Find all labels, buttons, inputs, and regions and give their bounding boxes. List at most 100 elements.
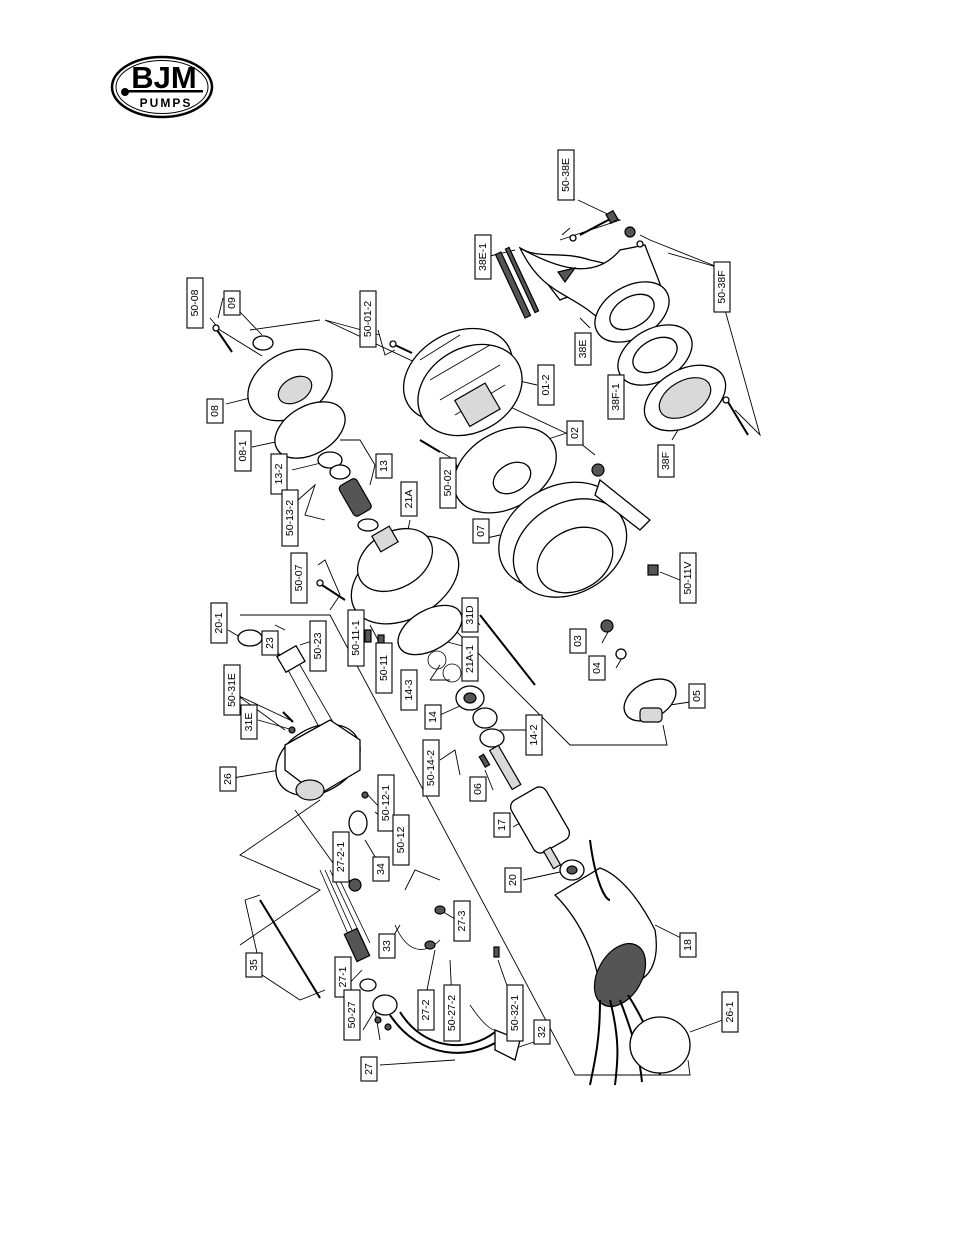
- part-volute-07: [498, 463, 651, 598]
- part-bearing-14: [455, 685, 498, 729]
- label-05: 05: [691, 690, 703, 702]
- part-cable-35: [259, 869, 371, 999]
- label-27-2: 27-2: [420, 999, 432, 1020]
- label-21A-1: 21A-1: [464, 645, 476, 673]
- part-bolt-50-38E: [569, 209, 619, 242]
- label-50-38E: 50-38E: [560, 158, 572, 192]
- label-26: 26: [222, 773, 234, 785]
- part-o-ring-26-1: [629, 1016, 691, 1074]
- part-o-ring-21A-1: [397, 604, 463, 656]
- label-35: 35: [248, 959, 260, 971]
- label-04: 04: [591, 662, 603, 674]
- label-38F-1: 38F-1: [610, 383, 622, 411]
- label-50-31E: 50-31E: [226, 673, 238, 707]
- part-bolt-50-07: [316, 579, 346, 601]
- label-38E-1: 38E-1: [477, 243, 489, 271]
- part-cable-27: [389, 1011, 501, 1054]
- label-50-07: 50-07: [293, 564, 305, 591]
- part-suction-cover-01-2: [402, 327, 523, 437]
- label-50-23: 50-23: [312, 632, 324, 659]
- label-06: 06: [472, 783, 484, 795]
- part-bolt-50-01-2: [389, 340, 413, 354]
- label-38E: 38E: [577, 340, 589, 359]
- part-flange-38F: [643, 364, 727, 432]
- label-50-08: 50-08: [189, 289, 201, 316]
- part-wires-33: [394, 905, 496, 1031]
- label-50-11: 50-11: [378, 655, 390, 681]
- label-18: 18: [682, 939, 694, 951]
- part-stator-18: [553, 839, 661, 1086]
- part-seal-13: [317, 451, 379, 532]
- part-nut-50-38F: [624, 226, 749, 436]
- part-o-ring-08-1: [274, 401, 346, 459]
- label-26-1: 26-1: [724, 1001, 736, 1022]
- part-bearing-20: [559, 859, 585, 881]
- logo-pumps-text: PUMPS: [140, 96, 193, 110]
- part-cable-gland-27-2-1: [348, 878, 362, 892]
- part-impeller-05: [623, 678, 677, 723]
- part-screw-50-32-1: [493, 946, 500, 958]
- part-drain-plug-50-11V: [647, 564, 659, 576]
- label-20-1: 20-1: [213, 612, 225, 633]
- label-50-27: 50-27: [346, 1001, 358, 1028]
- label-50-11-1: 50-11-1: [350, 620, 362, 656]
- label-27-3: 27-3: [456, 910, 468, 931]
- label-14-2: 14-2: [528, 724, 540, 745]
- part-shaft-rotor-17: [488, 744, 571, 870]
- part-key-06: [478, 753, 491, 769]
- label-13-2: 13-2: [273, 463, 285, 484]
- part-screw-50-31E: [282, 711, 296, 734]
- part-impeller-nut-03: [600, 619, 614, 633]
- part-lifting-eye-34: [348, 791, 369, 836]
- label-33: 33: [381, 940, 393, 952]
- part-gasket-38F-1: [617, 324, 693, 386]
- bjm-pumps-logo: BJM PUMPS: [110, 55, 214, 119]
- label-27: 27: [363, 1063, 375, 1075]
- label-14-3: 14-3: [403, 679, 415, 700]
- part-motor-cap-26: [275, 719, 361, 801]
- part-labels: 50-38E 38E-1 38E 38F-1 38F 50-38F 50-08 …: [186, 149, 739, 1082]
- part-cable-31D: [479, 614, 536, 686]
- part-grommet-27-1: [359, 978, 377, 992]
- label-14: 14: [427, 711, 439, 723]
- part-shims-14-3: [427, 650, 462, 683]
- label-50-12: 50-12: [395, 826, 407, 853]
- part-seal-09: [252, 335, 274, 351]
- label-50-02: 50-02: [442, 469, 454, 496]
- label-50-11V: 50-11V: [682, 561, 694, 594]
- label-17: 17: [496, 819, 508, 831]
- part-flange-38E: [594, 281, 670, 343]
- label-50-14-2: 50-14-2: [425, 750, 437, 786]
- label-38F: 38F: [660, 452, 672, 470]
- label-31D: 31D: [464, 605, 476, 625]
- label-03: 03: [572, 635, 584, 647]
- label-02: 02: [569, 427, 581, 439]
- label-21A: 21A: [403, 490, 415, 509]
- part-bolt-50-08: [212, 324, 233, 353]
- label-31E: 31E: [243, 713, 255, 732]
- logo-bjm-text: BJM: [131, 60, 196, 95]
- label-01-2: 01-2: [540, 374, 552, 395]
- part-connector-50-27: [372, 994, 398, 1031]
- label-20: 20: [507, 874, 519, 886]
- label-50-32-1: 50-32-1: [509, 995, 521, 1031]
- part-seal-housing-21A: [350, 525, 460, 625]
- label-50-13-2: 50-13-2: [284, 500, 296, 536]
- label-13: 13: [378, 460, 390, 472]
- label-27-2-1: 27-2-1: [335, 842, 347, 873]
- part-retaining-ring-14-2: [479, 728, 505, 748]
- part-washer-04: [615, 648, 627, 660]
- part-o-ring-20-1: [237, 629, 263, 647]
- label-23: 23: [264, 637, 276, 649]
- label-32: 32: [536, 1026, 548, 1038]
- label-09: 09: [226, 297, 238, 309]
- label-07: 07: [475, 525, 487, 537]
- label-08: 08: [209, 405, 221, 417]
- label-50-12-1: 50-12-1: [380, 785, 392, 821]
- label-27-1: 27-1: [337, 966, 349, 987]
- part-wear-plate-02: [419, 426, 557, 514]
- label-50-01-2: 50-01-2: [362, 301, 374, 337]
- label-50-27-2: 50-27-2: [446, 995, 458, 1031]
- label-50-38F: 50-38F: [716, 270, 728, 303]
